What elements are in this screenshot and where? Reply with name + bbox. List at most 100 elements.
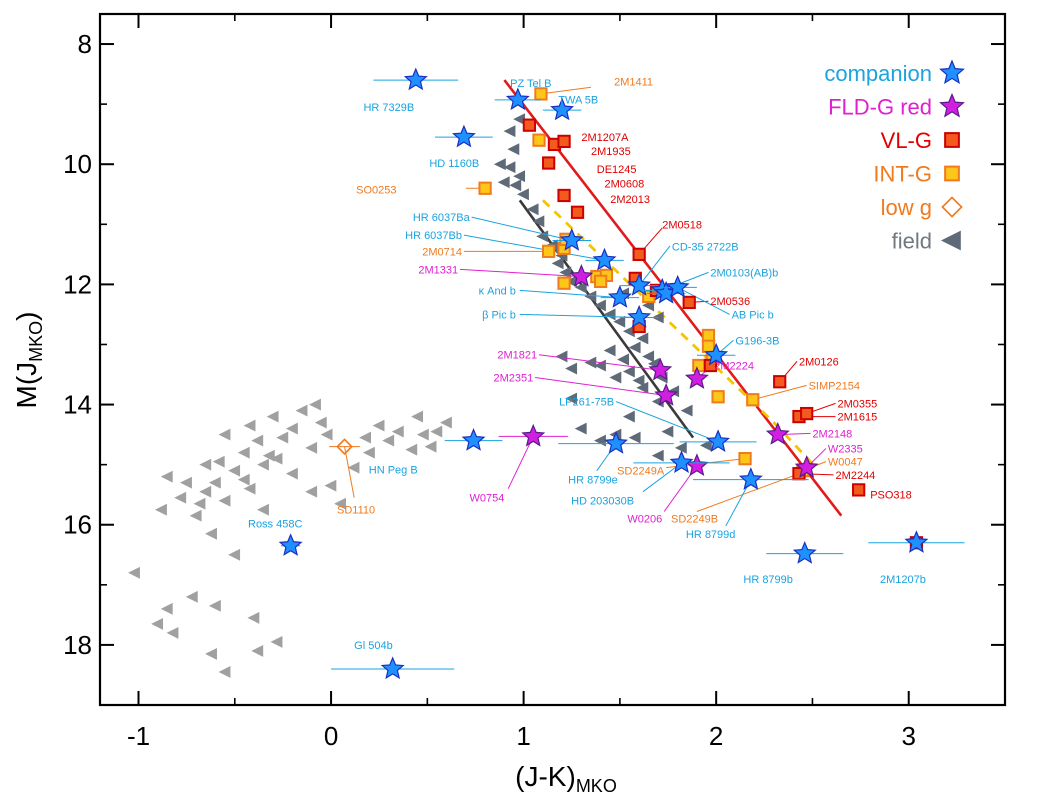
annotation-leader	[677, 286, 730, 315]
field-point	[424, 440, 437, 453]
field-point	[632, 374, 645, 387]
annotation-label: CD-35 2722B	[672, 242, 739, 254]
field-point	[185, 590, 198, 603]
x-tick-label: 2	[709, 721, 723, 751]
fld-g-red-point	[569, 264, 594, 287]
annotation-leader	[535, 377, 667, 397]
field-point	[497, 176, 510, 189]
fld-g-red-point	[654, 382, 679, 406]
annotation-label: 2M1331	[418, 264, 458, 276]
field-point	[642, 350, 655, 363]
vl-g-point	[557, 134, 571, 149]
field-point	[276, 431, 289, 444]
field-point	[509, 179, 522, 192]
field-point	[324, 479, 337, 492]
companion-point	[738, 467, 763, 490]
annotation-label: 2M1207A	[581, 132, 629, 144]
field-point	[262, 449, 275, 462]
y-tick-label: 10	[63, 149, 92, 179]
x-tick-label: 1	[516, 721, 530, 751]
field-point	[411, 410, 423, 423]
companion-point	[607, 285, 632, 308]
int-g-point	[701, 328, 716, 343]
annotation-leader	[460, 268, 582, 278]
field-point	[189, 509, 202, 522]
field-point	[661, 425, 674, 438]
annotation-label: 2M0608	[604, 178, 644, 190]
annotation-label: 2M0536	[710, 296, 750, 308]
annotation-leader	[507, 436, 534, 489]
field-point	[257, 458, 269, 471]
companion-point	[550, 97, 575, 121]
fld-g-red-point	[684, 366, 709, 389]
y-tick-label: 16	[63, 510, 92, 540]
companion-point	[505, 87, 530, 111]
annotation-leader	[463, 234, 605, 261]
field-point	[559, 266, 572, 279]
x-axis-title: (J-K)MKO	[515, 761, 617, 796]
annotation-label: SD2249B	[671, 514, 718, 526]
field-point	[513, 170, 526, 183]
vl-g-point	[800, 406, 814, 421]
annotation-label: 2M1615	[837, 412, 877, 424]
y-tick-label: 14	[63, 390, 92, 420]
field-point	[674, 441, 687, 454]
field-point	[362, 446, 375, 459]
field-point	[551, 257, 564, 270]
vl-g-point	[522, 118, 537, 132]
field-point	[594, 299, 606, 312]
annotation-label: HD 1160B	[429, 158, 479, 170]
field-point	[155, 503, 167, 516]
field-point	[160, 602, 173, 615]
field-point	[295, 404, 308, 417]
annotation-label: 2M2224	[714, 361, 754, 373]
field-point	[228, 548, 241, 561]
field-point	[285, 467, 298, 480]
field-point	[517, 188, 529, 201]
annotation-label: 2M1207b	[880, 574, 926, 586]
legend-marker-companion	[939, 59, 965, 84]
field-point	[584, 356, 597, 369]
field-point	[622, 365, 635, 378]
annotation-leader	[615, 401, 719, 443]
annotation-leader	[519, 313, 640, 318]
int-g-point	[542, 244, 556, 258]
annotation-label: 2M0518	[662, 219, 702, 231]
vl-g-point	[852, 483, 866, 497]
int-g-point	[738, 452, 752, 466]
companion-point	[604, 431, 628, 454]
field-point	[609, 371, 622, 384]
companion-point	[627, 273, 652, 296]
field-point	[532, 215, 545, 228]
legend-label-lowg: low g	[881, 195, 932, 220]
field-point	[493, 158, 506, 171]
companion-point	[706, 429, 731, 452]
legend-marker-lowg	[941, 196, 963, 218]
legend-label-intg: INT-G	[873, 162, 932, 187]
annotation-label: HR 8799e	[568, 475, 618, 487]
annotation-label: W0754	[470, 493, 505, 505]
legend-marker-intg	[944, 165, 960, 182]
annotation-label: κ And b	[479, 285, 516, 297]
annotation-label: TWA 5B	[558, 94, 598, 106]
companion-point	[403, 67, 428, 91]
field-point	[166, 626, 179, 639]
vl-g-point	[542, 156, 556, 170]
field-point	[574, 422, 587, 435]
trend-line-red	[503, 79, 843, 517]
companion-point	[592, 247, 617, 271]
field-point	[199, 485, 212, 498]
field-point	[622, 410, 635, 423]
fld-g-red-point	[684, 453, 709, 477]
annotation-label: 2M0714	[422, 246, 462, 258]
field-point	[174, 491, 187, 504]
field-point	[382, 434, 395, 447]
field-point	[257, 503, 269, 516]
int-g-point	[711, 390, 725, 404]
field-point	[193, 497, 206, 510]
annotation-label: Gl 504b	[354, 640, 393, 652]
annotation-label: SO0253	[356, 184, 396, 196]
